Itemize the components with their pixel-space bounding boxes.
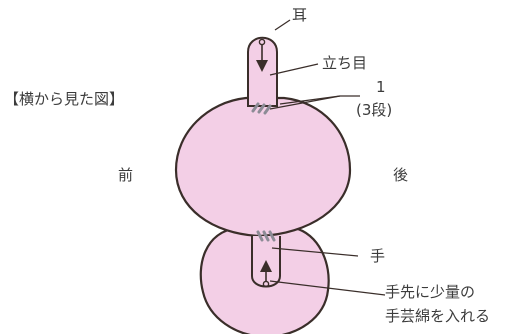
leader-row-bottom <box>269 95 360 110</box>
leader-lines <box>269 19 386 296</box>
hand-stitch-marks <box>256 230 276 242</box>
row-count-label: 1 <box>376 78 386 96</box>
diagram-title: 【横から見た図】 <box>4 90 125 108</box>
upper-body <box>174 96 352 238</box>
back-label: 後 <box>393 166 409 184</box>
row-note-label: (3段) <box>356 101 393 119</box>
hand-label: 手 <box>370 247 386 265</box>
leader-ear <box>274 19 291 31</box>
stuffing-label-line1: 手先に少量の <box>385 283 476 301</box>
hand-arrowhead-icon <box>260 260 272 272</box>
ear-stitch-marks <box>251 102 272 115</box>
leader-stitch-mark <box>269 63 319 76</box>
stuffing-label-line2: 手芸綿を入れる <box>385 307 491 325</box>
ear-arrowhead-icon <box>256 60 268 72</box>
ear-label: 耳 <box>292 6 308 24</box>
ear <box>247 36 278 107</box>
leader-stuffing <box>269 280 386 296</box>
front-label: 前 <box>118 166 134 184</box>
stitch-mark-label: 立ち目 <box>322 54 368 72</box>
leader-hand <box>271 247 359 257</box>
